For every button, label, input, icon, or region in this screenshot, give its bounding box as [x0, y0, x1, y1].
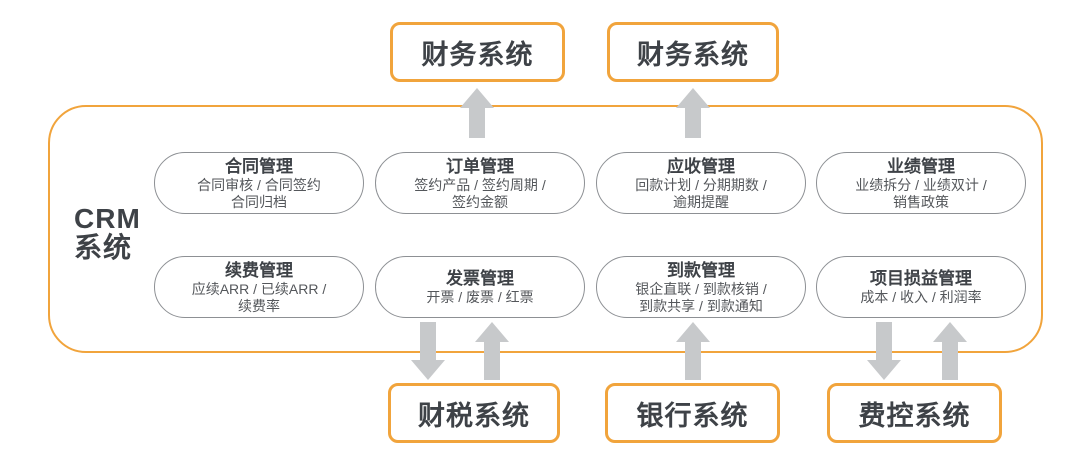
module-detail: 开票 / 废票 / 红票: [426, 289, 534, 305]
arrow-shaft: [469, 108, 485, 138]
bottom-system-label-bank: 银行系统: [636, 400, 749, 431]
arrow-shaft: [942, 342, 958, 380]
arrow-head: [867, 360, 901, 380]
top-system-box-finance-2: 财务系统: [607, 22, 779, 82]
bottom-system-box-fiscal-tax: 财税系统: [388, 383, 560, 443]
module-title: 续费管理: [225, 260, 293, 280]
top-system-box-finance-1: 财务系统: [390, 22, 565, 82]
arrow-up-icon: [676, 322, 710, 380]
module-detail: 签约产品 / 签约周期 / 签约金额: [414, 176, 546, 210]
arrow-head: [676, 322, 710, 342]
module-detail: 应续ARR / 已续ARR / 续费率: [191, 280, 327, 314]
crm-system-label: CRM 系统: [74, 203, 141, 263]
module-pill-performance-management: 业绩管理 业绩拆分 / 业绩双计 / 销售政策: [816, 152, 1026, 214]
module-pill-payment-receipt-management: 到款管理 银企直联 / 到款核销 / 到款共享 / 到款通知: [596, 256, 806, 318]
arrow-up-icon: [475, 322, 509, 380]
bottom-system-label-fiscal-tax: 财税系统: [418, 400, 530, 431]
arrow-head: [676, 88, 710, 108]
arrow-shaft: [685, 108, 701, 138]
top-system-label-finance-1: 财务系统: [421, 39, 534, 70]
arrow-head: [475, 322, 509, 342]
module-detail: 成本 / 收入 / 利润率: [860, 289, 982, 305]
module-pill-contract-management: 合同管理 合同审核 / 合同签约 合同归档: [154, 152, 364, 214]
arrow-down-icon: [411, 322, 445, 380]
bottom-system-box-bank: 银行系统: [605, 383, 780, 443]
arrow-down-icon: [867, 322, 901, 380]
module-detail: 业绩拆分 / 业绩双计 / 销售政策: [855, 176, 987, 210]
bottom-system-box-expense-control: 费控系统: [827, 383, 1002, 443]
module-pill-renewal-management: 续费管理 应续ARR / 已续ARR / 续费率: [154, 256, 364, 318]
module-title: 应收管理: [667, 156, 735, 176]
module-title: 到款管理: [667, 260, 735, 280]
bottom-system-label-expense-control: 费控系统: [858, 400, 971, 431]
module-detail: 回款计划 / 分期期数 / 逾期提醒: [635, 176, 767, 210]
arrow-head: [933, 322, 967, 342]
module-title: 合同管理: [225, 156, 293, 176]
module-pill-order-management: 订单管理 签约产品 / 签约周期 / 签约金额: [375, 152, 585, 214]
module-detail: 合同审核 / 合同签约 合同归档: [197, 176, 321, 210]
crm-system-container: CRM 系统 合同管理 合同审核 / 合同签约 合同归档 订单管理 签约产品 /…: [48, 105, 1043, 353]
module-title: 发票管理: [446, 269, 514, 288]
arrow-up-icon: [460, 88, 494, 138]
module-pill-receivables-management: 应收管理 回款计划 / 分期期数 / 逾期提醒: [596, 152, 806, 214]
arrow-up-icon: [676, 88, 710, 138]
arrow-shaft: [685, 342, 701, 380]
module-pill-project-pnl-management: 项目损益管理 成本 / 收入 / 利润率: [816, 256, 1026, 318]
module-title: 业绩管理: [887, 156, 955, 176]
arrow-head: [411, 360, 445, 380]
arrow-head: [460, 88, 494, 108]
module-title: 订单管理: [446, 156, 514, 176]
module-detail: 银企直联 / 到款核销 / 到款共享 / 到款通知: [635, 280, 767, 314]
top-system-label-finance-2: 财务系统: [637, 39, 749, 70]
module-pill-invoice-management: 发票管理 开票 / 废票 / 红票: [375, 256, 585, 318]
arrow-shaft: [484, 342, 500, 380]
module-title: 项目损益管理: [870, 269, 972, 288]
arrow-up-icon: [933, 322, 967, 380]
arrow-shaft: [420, 322, 436, 360]
arrow-shaft: [876, 322, 892, 360]
